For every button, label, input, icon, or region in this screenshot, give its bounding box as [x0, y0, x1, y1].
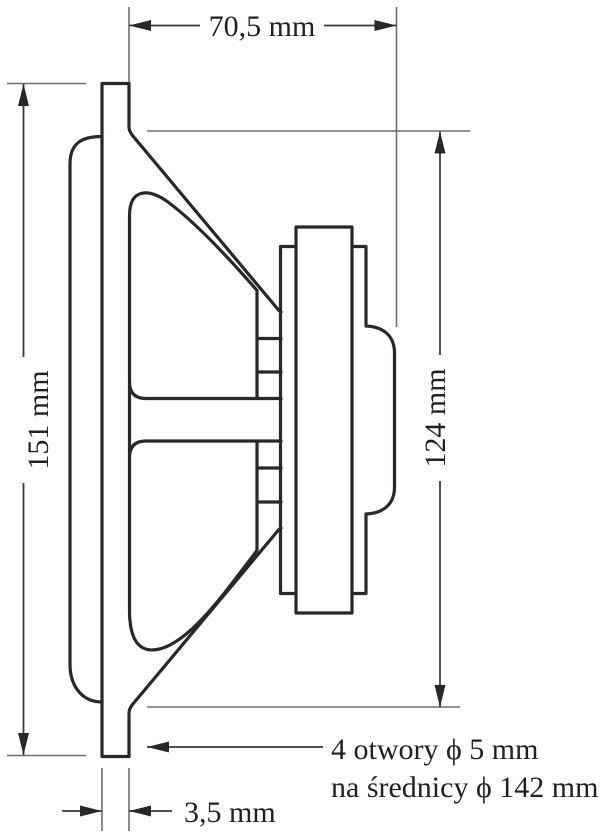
surround-roll	[68, 134, 104, 704]
back-plate	[350, 244, 397, 596]
extension-lines	[7, 7, 470, 831]
dimension-labels: 70,5 mm 151 mm 124 mm 3,5 mm 4 otwory ϕ …	[22, 10, 598, 829]
speaker-outline	[68, 81, 397, 759]
arrow-depth-left	[129, 20, 151, 31]
basket-window-upper	[127, 191, 283, 401]
dimension-lines	[18, 20, 446, 817]
arrow-depth-right	[374, 20, 397, 31]
arrow-front-bottom	[18, 733, 29, 755]
magnet	[294, 225, 354, 615]
label-holes-note-line2: na średnicy ϕ 142 mm	[331, 771, 598, 804]
label-holes-note-line1: 4 otwory ϕ 5 mm	[331, 733, 538, 766]
voice-coil-detail	[255, 336, 283, 504]
basket-upper-edge	[127, 81, 283, 314]
mounting-flange	[100, 81, 131, 759]
label-front-height: 151 mm	[22, 370, 55, 469]
label-depth: 70,5 mm	[209, 10, 316, 43]
arrow-flange-left	[80, 805, 102, 817]
arrow-rear-bottom	[434, 685, 446, 707]
arrow-rear-top	[434, 131, 446, 154]
arrow-holes-leader	[147, 741, 169, 753]
basket-window-lower	[127, 439, 283, 652]
arrow-front-top	[18, 84, 29, 106]
front-plate	[278, 244, 298, 596]
basket-lower-edge	[127, 526, 283, 759]
label-flange-thickness: 3,5 mm	[184, 796, 276, 829]
label-rear-height: 124 mm	[419, 368, 452, 467]
arrow-flange-right	[129, 805, 151, 817]
